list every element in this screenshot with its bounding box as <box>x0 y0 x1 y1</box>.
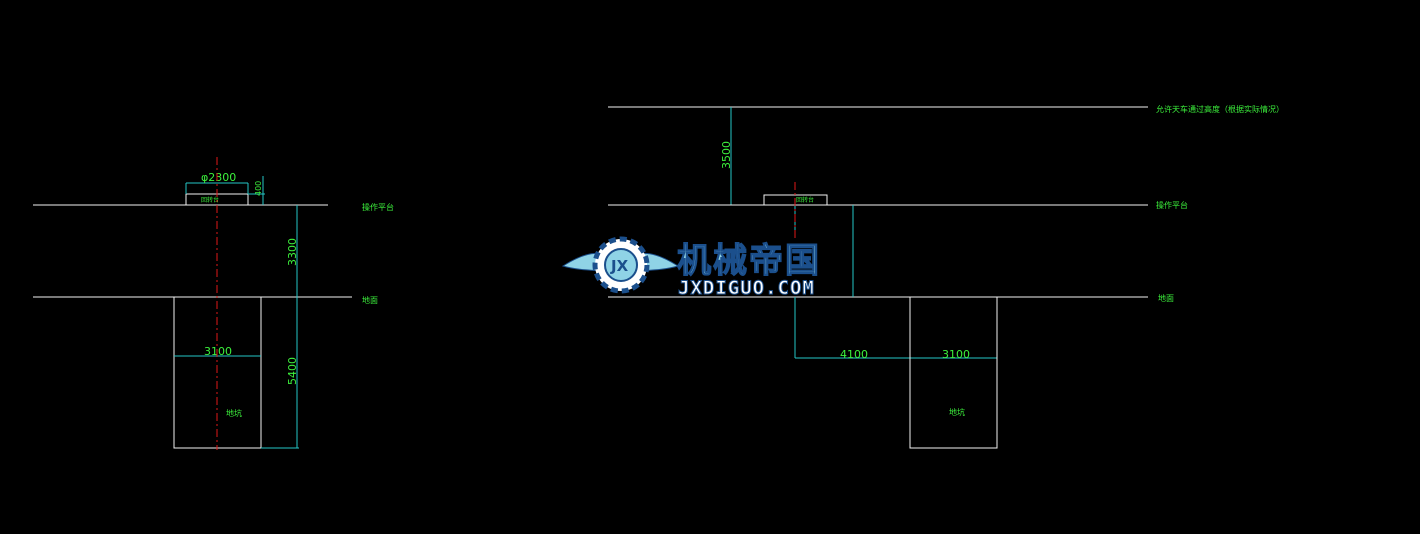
right-platform-label: 操作平台 <box>1156 200 1188 210</box>
watermark-en-text: JXDIGUO.COM <box>678 277 815 299</box>
left-view: 回转台 φ2300 400 操作平台 3300 地面 3100 地坑 5400 <box>33 157 394 450</box>
right-block-label: 回转台 <box>796 196 814 204</box>
right-clearance-label: 3500 <box>720 141 733 169</box>
watermark-badge-text: JX <box>610 257 629 275</box>
left-platform-label: 操作平台 <box>362 202 394 212</box>
left-pit-label: 地坑 <box>226 408 242 418</box>
right-ground-label: 地面 <box>1158 293 1174 303</box>
watermark-cn-text: 机械帝国 <box>677 241 821 281</box>
right-pit-outline <box>909 296 998 449</box>
right-pit-label: 地坑 <box>949 407 965 417</box>
left-small-height-label: 400 <box>254 181 263 196</box>
watermark-logo: JX 机械帝国 JXDIGUO.COM <box>561 236 821 300</box>
right-crane-label: 允许天车通过高度（根据实际情况） <box>1156 104 1284 114</box>
watermark-gear-inner <box>604 248 638 282</box>
right-view: 允许天车通过高度（根据实际情况） 3500 操作平台 回转台 地面 4100 3… <box>608 104 1284 449</box>
left-ground-label: 地面 <box>362 295 378 305</box>
left-pit-width-label: 3100 <box>204 345 232 358</box>
left-height-label: 3300 <box>286 238 299 266</box>
right-pit-width-label: 3100 <box>942 348 970 361</box>
left-diameter-label: φ2300 <box>201 171 236 184</box>
right-offset-label: 4100 <box>840 348 868 361</box>
left-block-label: 回转台 <box>201 196 219 204</box>
left-pit-depth-label: 5400 <box>286 357 299 385</box>
